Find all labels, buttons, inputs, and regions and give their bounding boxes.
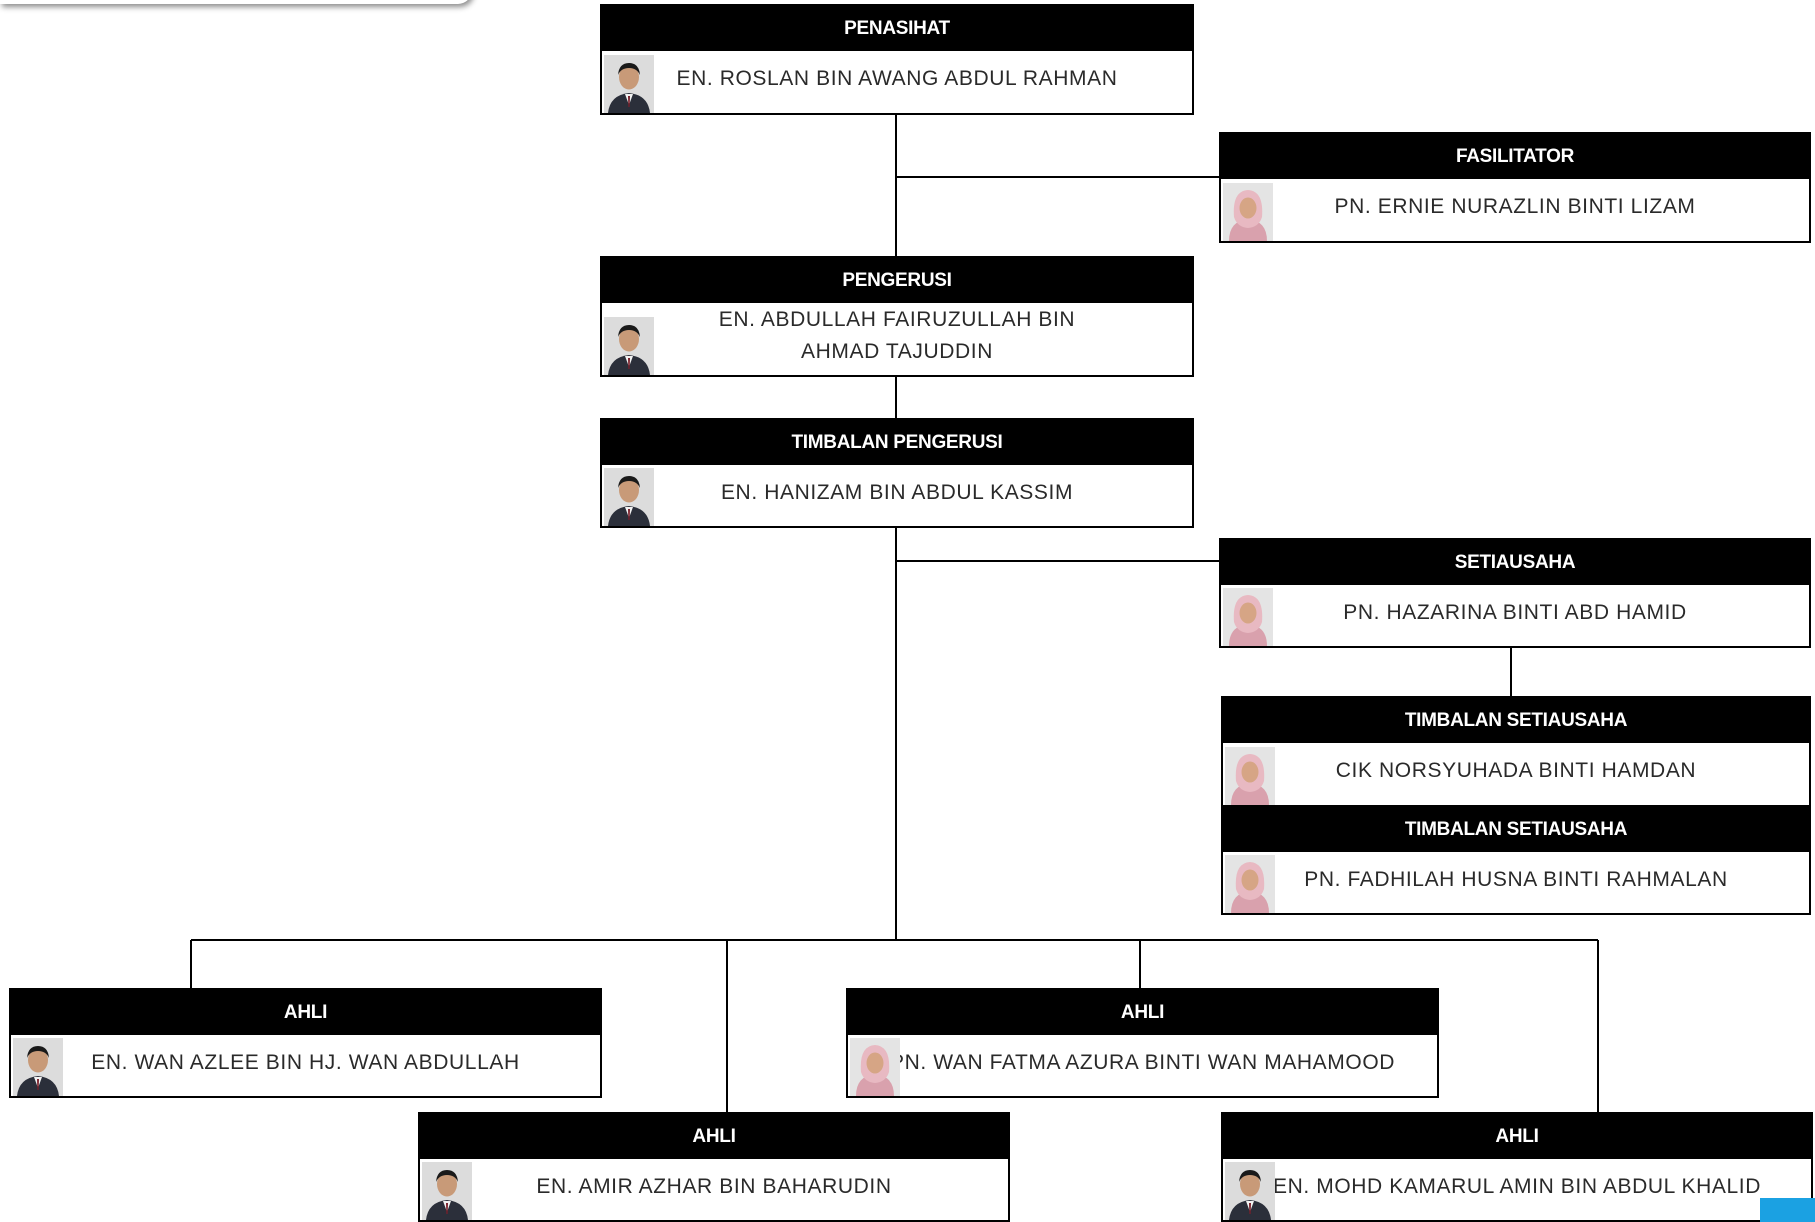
member-name: EN. MOHD KAMARUL AMIN BIN ABDUL KHALID — [1272, 1174, 1761, 1198]
female-portrait-icon — [1225, 747, 1275, 805]
female-portrait-icon — [850, 1038, 900, 1096]
member-name: EN. AMIR AZHAR BIN BAHARUDIN — [536, 1174, 892, 1198]
member-name: CIK NORSYUHADA BINTI HAMDAN — [1335, 759, 1697, 782]
member-name: EN. WAN AZLEE BIN HJ. WAN ABDULLAH — [91, 1050, 520, 1074]
corner-accent — [1760, 1198, 1815, 1222]
member-name: PN. ERNIE NURAZLIN BINTI LIZAM — [1334, 195, 1696, 218]
male-portrait-icon — [422, 1162, 472, 1220]
role-title: TIMBALAN SETIAUSAHA — [1223, 807, 1809, 852]
male-portrait-icon — [13, 1038, 63, 1096]
role-title: TIMBALAN PENGERUSI — [602, 420, 1192, 465]
card-ahli-1: AHLI EN. WAN AZLEE BIN HJ. WAN ABDULLAH — [9, 988, 602, 1098]
card-pengerusi: PENGERUSI EN. ABDULLAH FAIRUZULLAH BIN A… — [600, 256, 1194, 377]
card-ahli-4: AHLI EN. MOHD KAMARUL AMIN BIN ABDUL KHA… — [1221, 1112, 1813, 1222]
card-timbalan-setiausaha-2: TIMBALAN SETIAUSAHA PN. FADHILAH HUSNA B… — [1221, 805, 1811, 915]
role-title: AHLI — [11, 990, 600, 1035]
male-portrait-icon — [604, 317, 654, 375]
male-portrait-icon — [604, 468, 654, 526]
female-portrait-icon — [1225, 855, 1275, 913]
card-timbalan-pengerusi: TIMBALAN PENGERUSI EN. HANIZAM BIN ABDUL… — [600, 418, 1194, 528]
female-portrait-icon — [1223, 588, 1273, 646]
member-name: PN. FADHILAH HUSNA BINTI RAHMALAN — [1304, 867, 1728, 891]
role-title: FASILITATOR — [1221, 134, 1809, 179]
card-ahli-2: AHLI PN. WAN FATMA AZURA BINTI WAN MAHAM… — [846, 988, 1439, 1098]
female-portrait-icon — [1223, 183, 1273, 241]
card-penasihat: PENASIHAT EN. ROSLAN BIN AWANG ABDUL RAH… — [600, 4, 1194, 115]
role-title: AHLI — [420, 1114, 1008, 1159]
card-setiausaha: SETIAUSAHA PN. HAZARINA BINTI ABD HAMID — [1219, 538, 1811, 648]
role-title: TIMBALAN SETIAUSAHA — [1223, 698, 1809, 743]
member-name: EN. ABDULLAH FAIRUZULLAH BIN AHMAD TAJUD… — [718, 308, 1076, 363]
role-title: AHLI — [1223, 1114, 1811, 1159]
role-title: PENGERUSI — [602, 258, 1192, 303]
card-timbalan-setiausaha: TIMBALAN SETIAUSAHA CIK NORSYUHADA BINTI… — [1221, 696, 1811, 807]
member-name: EN. ROSLAN BIN AWANG ABDUL RAHMAN — [676, 67, 1118, 90]
card-ahli-3: AHLI EN. AMIR AZHAR BIN BAHARUDIN — [418, 1112, 1010, 1222]
male-portrait-icon — [1225, 1162, 1275, 1220]
role-title: PENASIHAT — [602, 6, 1192, 51]
member-name: PN. WAN FATMA AZURA BINTI WAN MAHAMOOD — [889, 1050, 1396, 1074]
male-portrait-icon — [604, 55, 654, 113]
card-fasilitator: FASILITATOR PN. ERNIE NURAZLIN BINTI LIZ… — [1219, 132, 1811, 243]
role-title: AHLI — [848, 990, 1437, 1035]
member-name: EN. HANIZAM BIN ABDUL KASSIM — [720, 480, 1074, 504]
member-name: PN. HAZARINA BINTI ABD HAMID — [1343, 600, 1687, 624]
role-title: SETIAUSAHA — [1221, 540, 1809, 585]
window-edge-shadow — [0, 0, 472, 4]
